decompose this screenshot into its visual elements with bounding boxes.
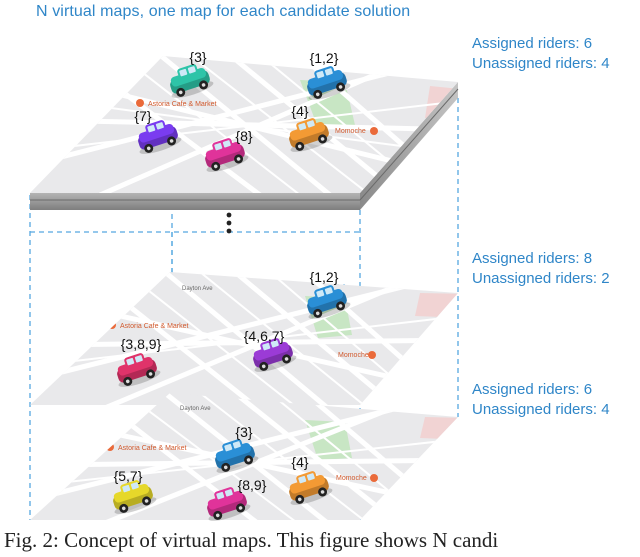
pink-area: [420, 417, 458, 440]
street-label: Dayton Ave: [182, 286, 213, 292]
assigned-riders-bottom: Assigned riders: 6: [472, 381, 593, 398]
car-icon: [307, 285, 351, 319]
momoche-label: Momoche: [335, 128, 366, 135]
poi-marker-icon: [370, 474, 378, 482]
unassigned-riders-bottom: Unassigned riders: 4: [472, 401, 610, 418]
car-rider-label: {4}: [291, 454, 308, 470]
poi-marker-icon: [368, 351, 376, 359]
car-rider-label: {4}: [291, 103, 308, 119]
car-icon: [205, 138, 249, 172]
stats-top: Assigned riders: 6 Unassigned riders: 4: [472, 34, 610, 74]
astoria-label: Astoria Cafe & Market: [118, 445, 187, 452]
slab-right-side: [360, 82, 458, 210]
car-rider-label: {5,7}: [114, 468, 143, 484]
cars-top: {3} {1,2} {7} {4} {8}: [134, 49, 351, 172]
poi-marker-icon: [370, 127, 378, 135]
street-label: Dayton Ave: [180, 406, 211, 412]
cars-middle: {1,2} {3,8,9} {4,6,7}: [117, 269, 351, 387]
car-icon: [207, 487, 251, 521]
unassigned-riders-top: Unassigned riders: 4: [472, 55, 610, 72]
car-rider-label: {8,9}: [238, 477, 267, 493]
poi-marker-icon: [106, 443, 114, 451]
car-icon: [215, 439, 259, 473]
assigned-riders-middle: Assigned riders: 8: [472, 250, 593, 267]
map-bottom: Astoria Cafe & Market Momoche Dayton Ave…: [30, 393, 458, 521]
car-icon: [253, 338, 297, 372]
car-icon: [113, 480, 157, 514]
car-rider-label: {1,2}: [310, 269, 339, 285]
car-rider-label: {3}: [235, 424, 252, 440]
poi-marker-icon: [136, 99, 144, 107]
car-icon: [307, 66, 351, 100]
car-rider-label: {3}: [189, 49, 206, 65]
stats-bottom: Assigned riders: 6 Unassigned riders: 4: [472, 380, 610, 420]
assigned-riders-top: Assigned riders: 6: [472, 35, 593, 52]
diagram-title: N virtual maps, one map for each candida…: [36, 3, 411, 20]
car-icon: [289, 471, 333, 505]
astoria-label: Astoria Cafe & Market: [148, 101, 217, 108]
map-middle: Astoria Cafe & Market Momoche Dayton Ave…: [30, 269, 458, 405]
poi-marker-icon: [108, 321, 116, 329]
stats-middle: Assigned riders: 8 Unassigned riders: 2: [472, 249, 610, 289]
car-icon: [289, 118, 333, 152]
car-rider-label: {7}: [134, 108, 151, 124]
car-rider-label: {3,8,9}: [121, 336, 162, 352]
momoche-label: Momoche: [338, 352, 369, 359]
slab-front-side: [30, 193, 360, 210]
car-icon: [138, 120, 182, 154]
car-rider-label: {8}: [235, 128, 252, 144]
pink-area: [415, 293, 458, 318]
cars-bottom: {3} {5,7} {4} {8,9}: [113, 424, 333, 521]
map-top: Astoria Cafe & Market Momoche {3} {1,2} {7…: [30, 49, 459, 210]
unassigned-riders-middle: Unassigned riders: 2: [472, 270, 610, 287]
figure-caption: Fig. 2: Concept of virtual maps. This fi…: [4, 528, 499, 552]
car-rider-label: {1,2}: [310, 50, 339, 66]
car-icon: [117, 353, 161, 387]
ellipsis-dots: [226, 212, 232, 234]
astoria-label: Astoria Cafe & Market: [120, 323, 189, 330]
car-icon: [170, 64, 214, 98]
car-rider-label: {4,6,7}: [244, 328, 285, 344]
momoche-label: Momoche: [336, 475, 367, 482]
